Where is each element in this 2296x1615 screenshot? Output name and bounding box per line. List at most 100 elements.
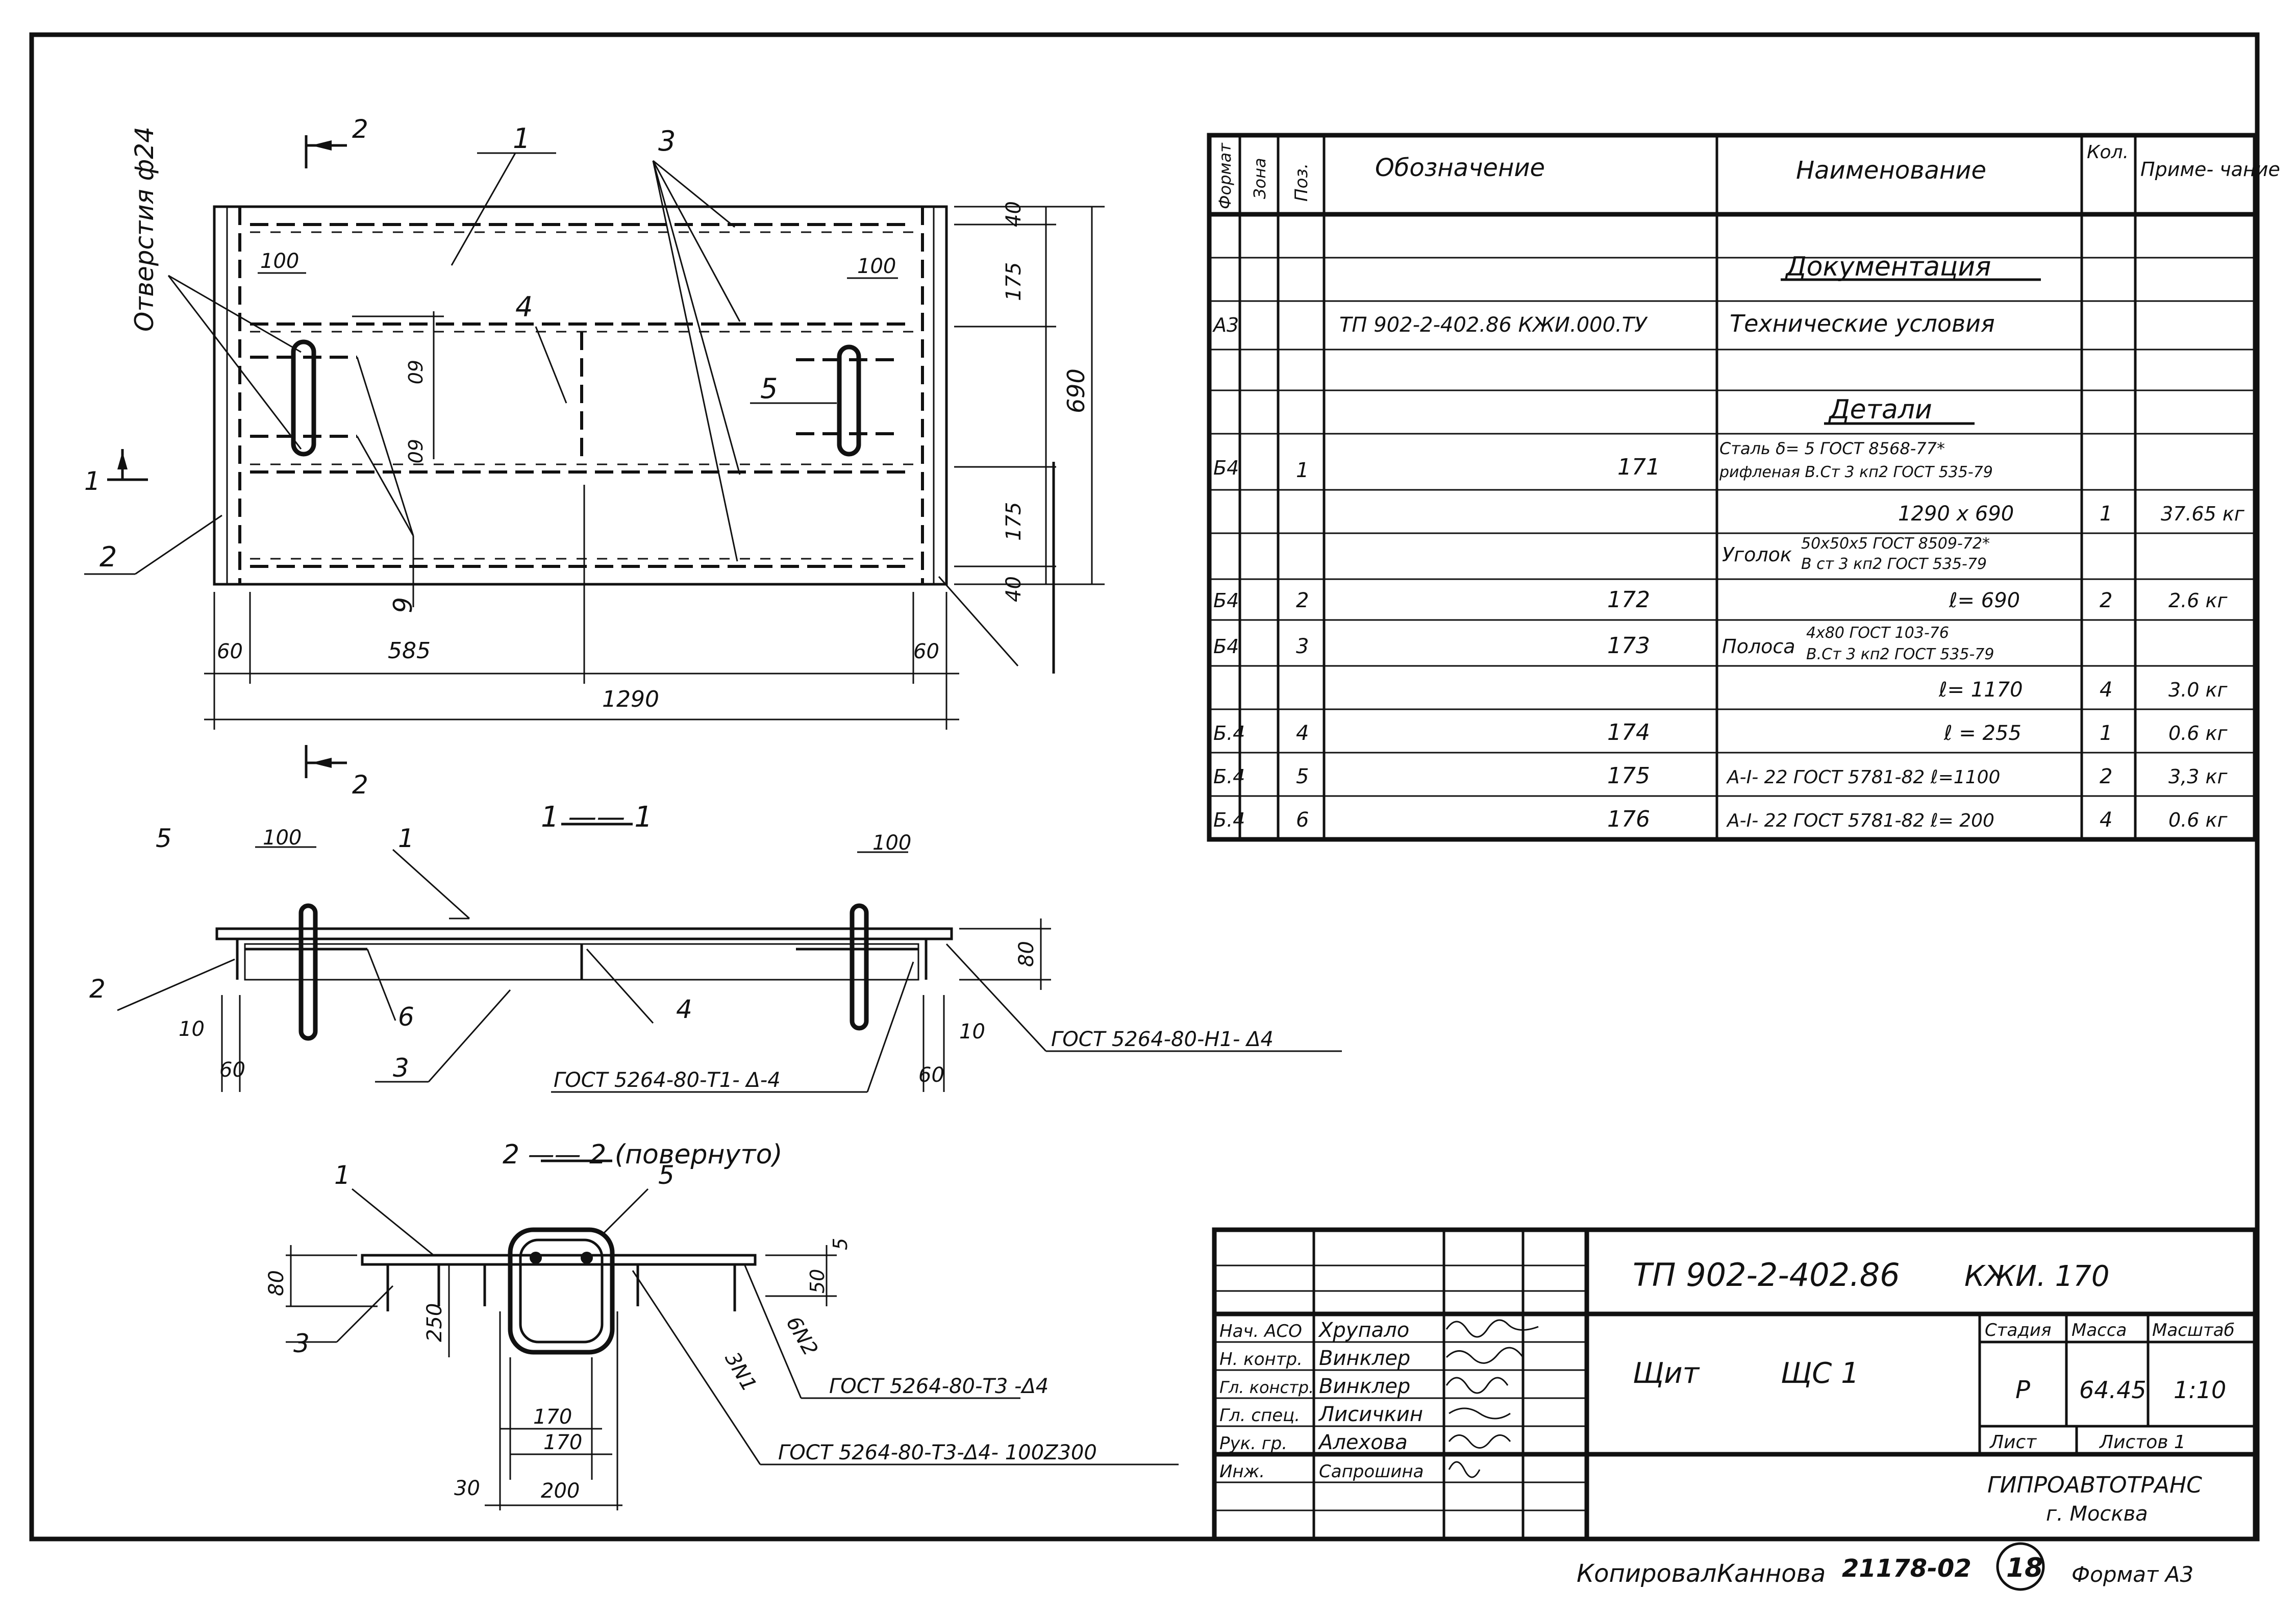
spec-header-note: Приме- чание xyxy=(2140,158,2280,181)
s11-dim-10-left: 10 xyxy=(179,1017,205,1041)
spec-header-format: Формат xyxy=(1215,142,1235,209)
section-1-1-title: 1 —— 1 xyxy=(541,801,653,834)
spec-r6-note: 3.0 кг xyxy=(2168,679,2228,701)
section-1-1 xyxy=(117,823,1342,1093)
s22-dim-80: 80 xyxy=(265,1270,288,1296)
spec-r1-name-b: рифленая В.Ст 3 кп2 ГОСТ 535-79 xyxy=(1719,463,1993,481)
spec-r3-name-b: В ст 3 кп2 ГОСТ 535-79 xyxy=(1801,555,1987,573)
s22-pos-5: 5 xyxy=(658,1160,675,1190)
s22-dim-200: 200 xyxy=(541,1479,580,1503)
spec-header-designation: Обозначение xyxy=(1375,154,1545,182)
s22-weld-1: ГОСТ 5264-80-Т3 -Δ4 xyxy=(829,1375,1049,1398)
spec-r1-pos: 1 xyxy=(1296,459,1309,482)
signature-2 xyxy=(1445,1347,1524,1364)
s11-weld-2: ГОСТ 5264-80-Н1- Δ4 xyxy=(1051,1028,1274,1051)
signature-5 xyxy=(1448,1434,1511,1449)
dim-60-a: 60 xyxy=(404,360,426,384)
spec-r3-label: Уголок xyxy=(1722,543,1792,566)
footer-page: 18 xyxy=(2006,1553,2043,1583)
spec-r1-desig: 171 xyxy=(1617,454,1660,480)
tb-person-2: Винклер xyxy=(1319,1375,1410,1398)
dim-1290: 1290 xyxy=(602,686,659,712)
spec-r0-name: Технические условия xyxy=(1730,310,1995,337)
section22-labels: 2 —— 2 (повернуто) 1 5 3 80 250 5 50 170… xyxy=(265,1139,1097,1503)
pos-3-label: 3 xyxy=(658,125,676,157)
s11-pos-5: 5 xyxy=(156,824,172,853)
s22-pos-3: 3 xyxy=(293,1329,310,1358)
dim-585: 585 xyxy=(388,638,431,664)
s11-pos-4: 4 xyxy=(676,995,692,1024)
spec-r2-note: 37.65 кг xyxy=(2161,503,2245,525)
spec-section-details: Детали xyxy=(1828,394,1932,425)
dim-175-top: 175 xyxy=(1002,262,1026,301)
tb-role-0: Нач. АСО xyxy=(1219,1321,1302,1341)
spec-r5-label: Полоса xyxy=(1722,635,1795,658)
spec-r7-pos: 4 xyxy=(1296,722,1309,745)
s11-pos-1: 1 xyxy=(398,824,414,853)
spec-r9-desig: 176 xyxy=(1607,806,1650,832)
tb-stage-header: Стадия xyxy=(1985,1320,2051,1340)
tb-person-4: Алехова xyxy=(1317,1431,1408,1454)
dim-40-bottom: 40 xyxy=(1002,576,1026,602)
s11-weld-1: ГОСТ 5264-80-Т1- Δ-4 xyxy=(554,1069,781,1092)
dim-175-bottom: 175 xyxy=(1002,502,1026,541)
tb-mass: 64.45 xyxy=(2079,1376,2147,1404)
spec-r4-note: 2.6 кг xyxy=(2168,589,2228,612)
s11-dim-60-left: 60 xyxy=(219,1058,245,1082)
s11-pos-2: 2 xyxy=(89,974,106,1004)
spec-r9-fmt: Б.4 xyxy=(1213,809,1245,831)
tb-role-2: Гл. констр. xyxy=(1219,1378,1314,1397)
spec-r8-fmt: Б.4 xyxy=(1213,765,1245,788)
spec-table xyxy=(1207,133,2258,842)
spec-r5-desig: 173 xyxy=(1607,633,1650,659)
signature-1 xyxy=(1445,1319,1539,1338)
title-block xyxy=(1212,1227,2258,1542)
tb-person-5: Сапрошина xyxy=(1319,1461,1424,1482)
page-circle xyxy=(1996,1542,2045,1591)
spec-r5-pos: 3 xyxy=(1296,635,1309,658)
pos-6-label: 6 xyxy=(387,597,416,613)
plate-outline xyxy=(213,205,948,586)
titleblock-text: ТП 902-2-402.86 КЖИ. 170 Щит ЩС 1 Нач. А… xyxy=(1219,1256,2235,1526)
s11-pos-3: 3 xyxy=(393,1053,409,1083)
footer-number: 21178-02 xyxy=(1842,1554,1971,1583)
s11-dim-100-right: 100 xyxy=(872,831,911,855)
dim-60-b: 60 xyxy=(404,439,426,463)
pos-4-label: 4 xyxy=(515,291,533,323)
spec-r9-pos: 6 xyxy=(1296,808,1309,832)
pos-1-label: 1 xyxy=(513,122,530,155)
tb-sheet: Лист xyxy=(1989,1432,2037,1453)
s11-dim-80: 80 xyxy=(1015,941,1038,967)
plan-view xyxy=(84,135,1105,778)
s22-dim-170-b: 170 xyxy=(543,1431,582,1454)
spec-r8-qty: 2 xyxy=(2100,765,2112,788)
tb-person-1: Винклер xyxy=(1319,1347,1410,1370)
s11-pos-6: 6 xyxy=(398,1002,414,1032)
spec-r9-note: 0.6 кг xyxy=(2168,809,2228,831)
tb-role-5: Инж. xyxy=(1219,1461,1265,1482)
tb-scale-header: Масштаб xyxy=(2152,1320,2235,1340)
spec-r5-name-b: В.Ст 3 кп2 ГОСТ 535-79 xyxy=(1806,645,1994,663)
spec-header-name: Наименование xyxy=(1796,156,1986,185)
spec-r4-fmt: Б4 xyxy=(1213,589,1239,612)
spec-r1-fmt: Б4 xyxy=(1213,457,1239,479)
spec-r9-name: А-I- 22 ГОСТ 5781-82 ℓ= 200 xyxy=(1726,810,1994,831)
dim-60-right: 60 xyxy=(913,640,939,663)
spec-header-qty: Кол. xyxy=(2087,142,2129,163)
footer: Копировал Каннова 21178-02 18 Формат А3 xyxy=(1577,1553,2193,1588)
spec-section-docs: Документация xyxy=(1785,252,1991,282)
spec-r4-pos: 2 xyxy=(1296,589,1309,612)
s22-dim-170-a: 170 xyxy=(533,1405,572,1429)
spec-r4-name: ℓ= 690 xyxy=(1949,589,2020,612)
tb-role-4: Рук. гр. xyxy=(1219,1433,1287,1454)
tb-mass-header: Масса xyxy=(2072,1320,2127,1340)
spec-r7-name: ℓ = 255 xyxy=(1943,722,2022,745)
spec-r8-name: А-I- 22 ГОСТ 5781-82 ℓ=1100 xyxy=(1726,767,2000,788)
plan-labels: 2 2 1 Отверстия ф24 1 2 3 4 5 6 100 100 … xyxy=(84,114,1090,800)
s11-dim-10-right: 10 xyxy=(959,1020,985,1043)
spec-r5-fmt: Б4 xyxy=(1213,635,1239,658)
section-2-2 xyxy=(286,1159,1179,1510)
s22-dim-30: 30 xyxy=(454,1477,480,1500)
s22-dim-250: 250 xyxy=(423,1303,446,1342)
